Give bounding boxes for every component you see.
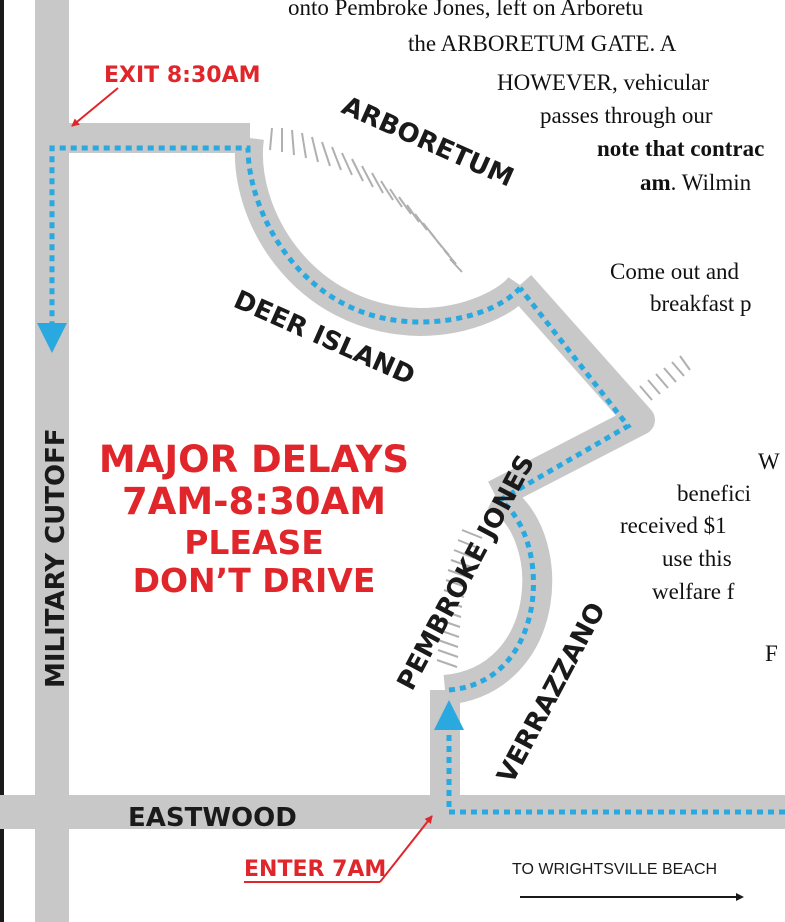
route-dotted — [37, 145, 785, 815]
street-label-military-cutoff: MILITARY CUTOFF — [41, 428, 71, 688]
hatch-gate-east — [639, 355, 691, 401]
prose-line-10: benefici — [677, 481, 752, 506]
prose-line-9: W — [758, 449, 780, 474]
prose-line-11: received $1 — [620, 513, 727, 538]
delay-notice: MAJOR DELAYS 7AM-8:30AM PLEASE DON’T DRI… — [99, 438, 409, 600]
street-label-verrazzano: VERRAZZANO — [492, 598, 612, 788]
delay-line-1: MAJOR DELAYS — [99, 438, 409, 481]
prose-line-7: Come out and — [610, 259, 740, 284]
hatch-arboretum — [269, 127, 463, 273]
exit-callout-arrow — [71, 87, 119, 127]
route-verrazzano — [448, 498, 536, 693]
enter-callout-arrow — [379, 815, 433, 883]
prose-line-12: use this — [662, 546, 732, 571]
prose-line-2: the ARBORETUM GATE. A — [408, 31, 677, 56]
route-arboretum — [37, 145, 522, 353]
prose-line-8: breakfast p — [650, 291, 752, 316]
prose-line-1: onto Pembroke Jones, left on Arboretu — [288, 0, 644, 20]
road-pembroke-north — [488, 275, 655, 509]
delay-line-3: PLEASE — [184, 523, 324, 562]
direction-label: TO WRIGHTSVILLE BEACH — [512, 861, 717, 878]
exit-callout: EXIT 8:30AM — [104, 63, 260, 88]
prose-line-5: note that contrac — [597, 136, 765, 161]
route-pembroke — [498, 286, 632, 503]
prose-line-4: passes through our — [540, 103, 713, 128]
street-label-eastwood: EASTWOOD — [128, 803, 297, 833]
prose-line-6-bold: am — [640, 170, 671, 195]
delay-line-2: 7AM-8:30AM — [122, 480, 386, 523]
route-entry-eastwood — [434, 700, 785, 815]
prose-line-6-rest: . Wilmin — [670, 170, 752, 195]
enter-callout: ENTER 7AM — [244, 857, 386, 882]
prose-line-6: am. Wilmin — [640, 171, 751, 194]
street-label-arboretum: ARBORETUM — [337, 91, 518, 193]
hatch-pembroke — [436, 529, 483, 668]
delay-line-4: DON’T DRIVE — [133, 561, 376, 600]
prose-line-14: F — [765, 641, 778, 666]
prose-line-13: welfare f — [652, 579, 735, 604]
prose-line-3: HOWEVER, vehicular — [497, 70, 710, 95]
